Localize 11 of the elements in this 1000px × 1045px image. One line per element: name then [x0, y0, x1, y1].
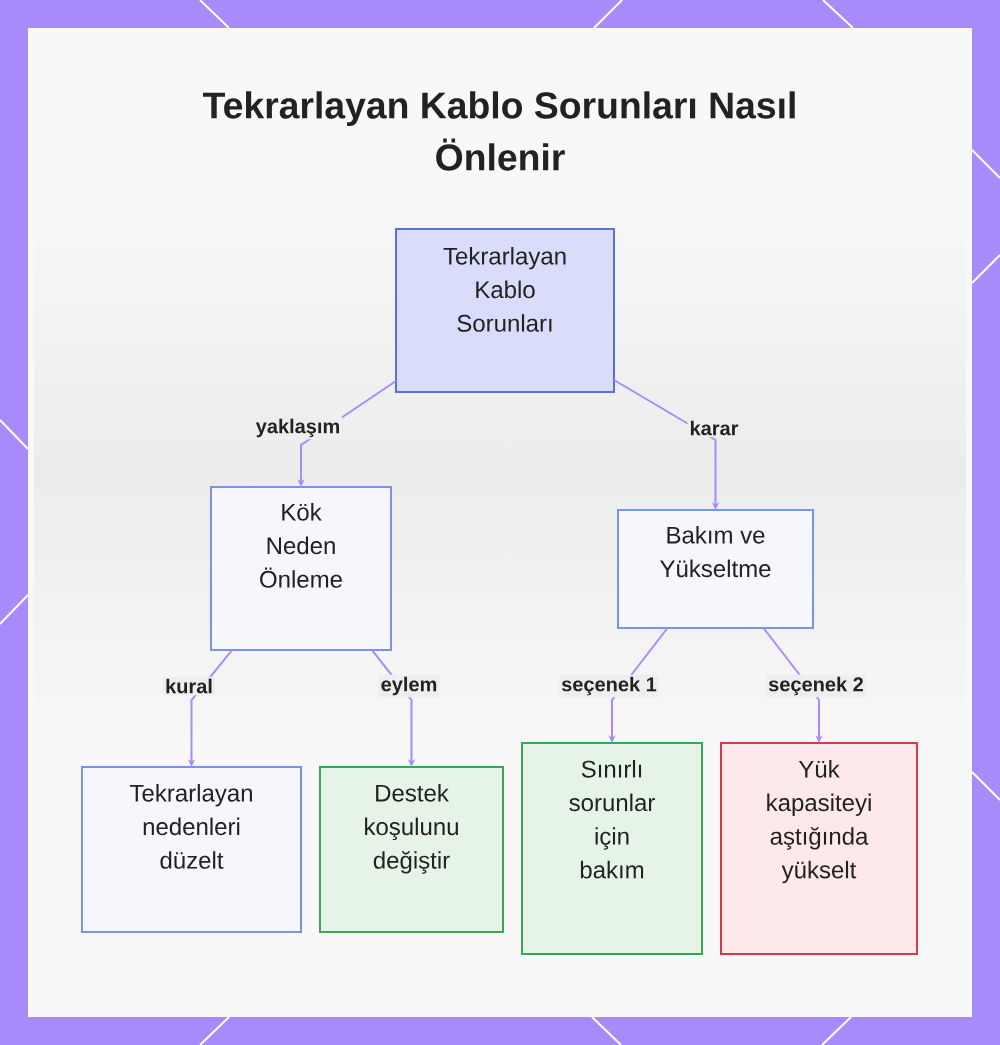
- edge-label: seçenek 1: [559, 674, 659, 698]
- category-box: Kök Neden Önleme: [210, 486, 392, 651]
- action-box: Tekrarlayan nedenleri düzelt: [81, 766, 302, 933]
- action-box: Sınırlı sorunlar için bakım: [521, 742, 703, 955]
- topic-box: Tekrarlayan Kablo Sorunları: [395, 228, 615, 393]
- action-box: Destek koşulunu değiştir: [319, 766, 504, 933]
- edge-label: seçenek 2: [766, 674, 866, 698]
- category-box: Bakım ve Yükseltme: [617, 509, 814, 629]
- arrow: [613, 379, 720, 510]
- action-box: Yük kapasiteyi aştığında yükselt: [720, 742, 918, 955]
- title: Tekrarlayan Kablo Sorunları Nasıl Önlenir: [203, 91, 795, 171]
